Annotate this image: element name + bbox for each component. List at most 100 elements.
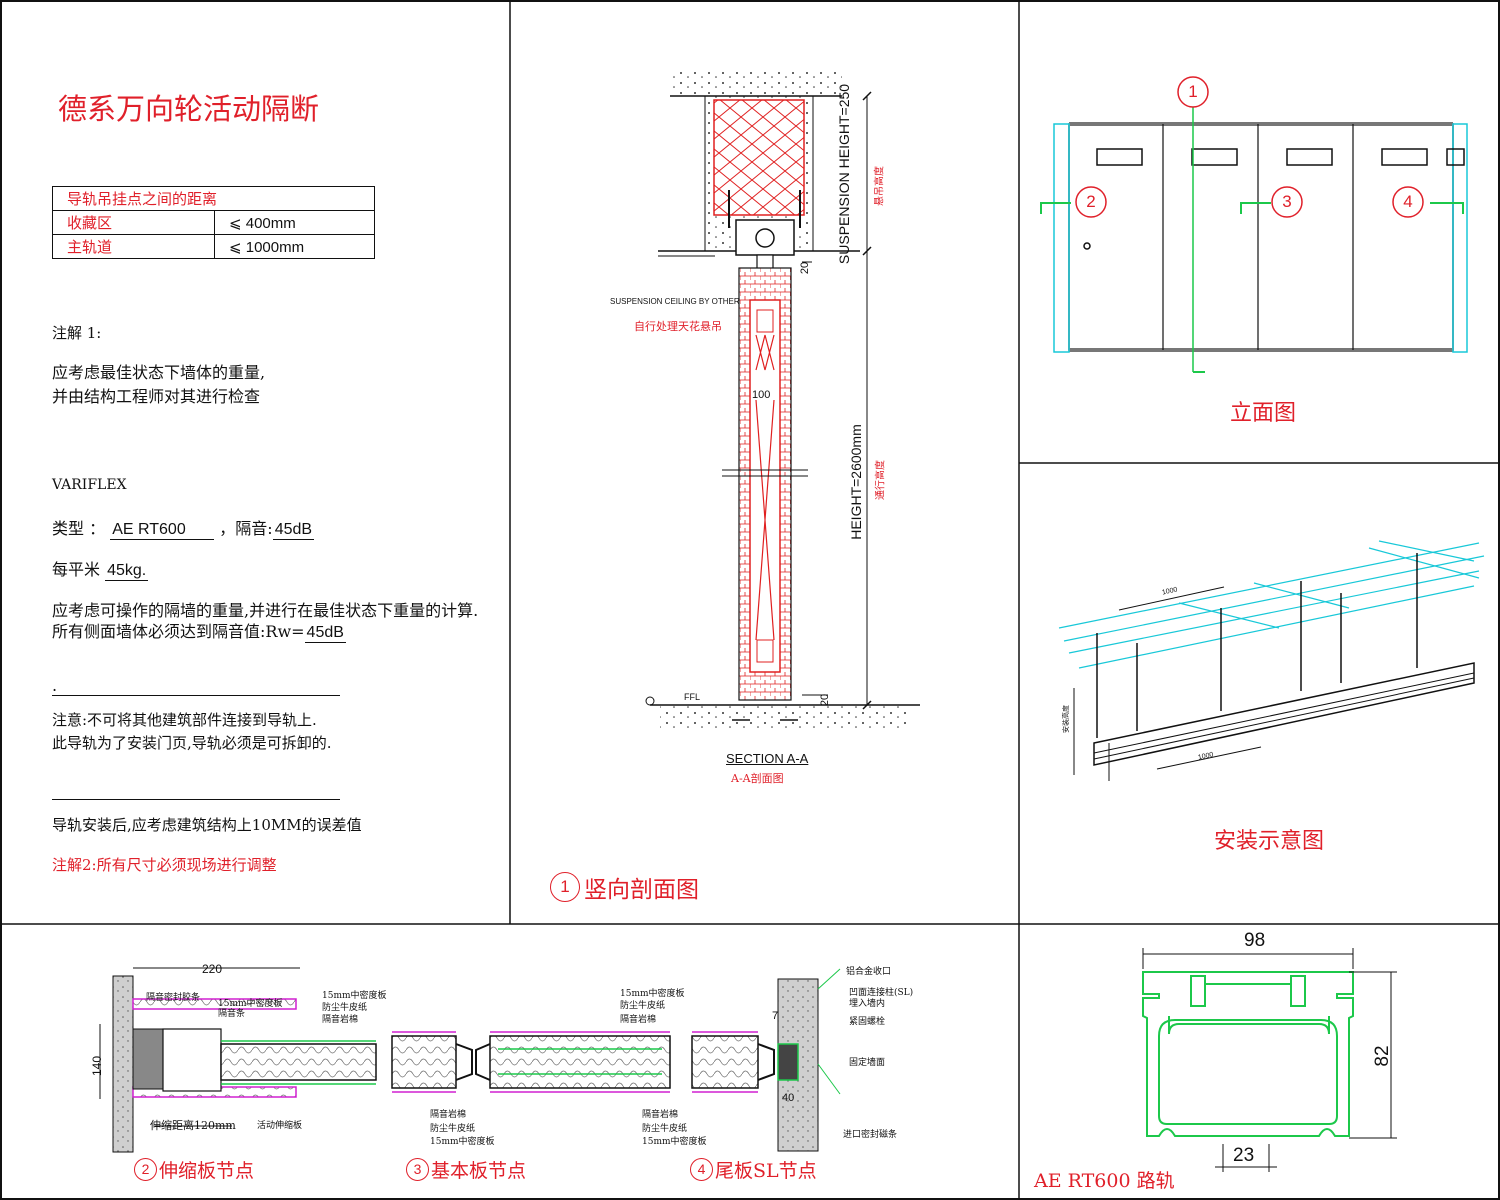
detail3-dim-bottom: 40 xyxy=(782,1092,795,1104)
calc-value: 45dB xyxy=(304,624,346,643)
height-label: HEIGHT=2600mm xyxy=(848,424,864,540)
dim-20-top: 20 xyxy=(799,261,811,275)
install-caption: 安装示意图 xyxy=(1214,829,1325,854)
spec-label: 主轨道 xyxy=(52,234,215,259)
note2: 注解2:所有尺寸必须现场进行调整 xyxy=(52,856,277,874)
dim-100: 100 xyxy=(752,389,771,401)
rail-profile-drawing xyxy=(1142,948,1397,1172)
detail1-label: 15mm中密度板 xyxy=(322,991,387,1001)
type-line: 类型 ： AE RT600 ，隔音:45dB xyxy=(52,515,315,540)
dim-220: 220 xyxy=(202,962,223,976)
table-row: 主轨道 ⩽ 1000mm xyxy=(52,234,375,259)
page-title: 德系万向轮活动隔断 xyxy=(58,92,320,126)
detail3-label: 埋入墙内 xyxy=(849,999,886,1009)
divider xyxy=(52,695,340,696)
sound-label: ，隔音: xyxy=(219,519,273,538)
warn-line: 注意:不可将其他建筑部件连接到导轨上. xyxy=(52,711,317,729)
detail2-bottom-label: 防尘牛皮纸 xyxy=(642,1124,688,1134)
calc-line: 应考虑可操作的隔墙的重量,并进行在最佳状态下重量的计算. xyxy=(52,601,479,620)
spec-value: ⩽ 400mm xyxy=(214,210,375,235)
caption-number-badge: 1 xyxy=(550,872,580,902)
detail3-label: 凹面连接柱(SL) xyxy=(849,988,914,998)
elevation-caption: 立面图 xyxy=(1230,401,1297,426)
warn-line: 此导轨为了安装门页,导轨必须是可拆卸的. xyxy=(52,734,332,752)
detail3-label: 铝合金收口 xyxy=(846,967,892,977)
details-drawing xyxy=(99,967,841,1153)
suspension-height-cn: 悬吊高度 xyxy=(874,166,886,206)
divider xyxy=(52,799,340,800)
detail2-caption: 3 基本板节点 xyxy=(406,1156,526,1183)
rail-dim-slot: 23 xyxy=(1233,1145,1255,1166)
tolerance-note: 导轨安装后,应考虑建筑结构上10MM的误差值 xyxy=(52,816,362,834)
spec-table: 导轨吊挂点之间的距离 收藏区 ⩽ 400mm 主轨道 ⩽ 1000mm xyxy=(52,186,375,259)
install-dim-side: 安装高度 xyxy=(1062,705,1070,733)
section-drawing xyxy=(645,70,920,730)
detail1-bottom2: 活动伸缩板 xyxy=(257,1121,303,1131)
section-label-cn: A-A剖面图 xyxy=(731,772,784,785)
rail-dim-width: 98 xyxy=(1244,930,1266,951)
spec-label: 收藏区 xyxy=(52,210,215,235)
note1-line: 并由结构工程师对其进行检查 xyxy=(52,387,261,406)
detail1-caption: 2 伸缩板节点 xyxy=(134,1156,254,1183)
table-row: 收藏区 ⩽ 400mm xyxy=(52,210,375,235)
suspension-height-label: SUSPENSION HEIGHT=250 xyxy=(836,83,852,265)
detail1-bottom: 伸缩距离120mm xyxy=(150,1119,236,1132)
height-cn: 通行高度 xyxy=(875,460,887,500)
dim-20-bottom: 20 xyxy=(819,693,831,707)
detail2-top-label: 防尘牛皮纸 xyxy=(620,1001,666,1011)
detail2-top-label: 15mm中密度板 xyxy=(620,989,685,999)
weight-line: 每平米 45kg. xyxy=(52,556,149,581)
detail3-label: 紧固螺栓 xyxy=(849,1017,886,1027)
ffl-label: FFL xyxy=(684,692,701,702)
detail1-label: 隔音条 xyxy=(218,1009,246,1019)
ceiling-cn: 自行处理天花悬吊 xyxy=(634,320,722,333)
ceiling-en: SUSPENSION CEILING BY OTHER xyxy=(610,297,740,306)
caption-text: 尾板SL节点 xyxy=(715,1160,817,1182)
weight-label: 每平米 xyxy=(52,560,101,579)
detail2-top-label: 隔音岩棉 xyxy=(620,1015,657,1025)
elevation-drawing xyxy=(1040,76,1468,373)
weight-value: 45kg. xyxy=(105,562,149,581)
calc-line: 所有侧面墙体必须达到隔音值:Rw=45dB xyxy=(52,618,346,643)
dim-140: 140 xyxy=(90,1055,104,1077)
spec-value: ⩽ 1000mm xyxy=(214,234,375,259)
detail1-label: 防尘牛皮纸 xyxy=(322,1003,368,1013)
rail-dim-height: 82 xyxy=(1372,1045,1393,1067)
type-value: AE RT600 xyxy=(110,521,215,540)
sound-value: 45dB xyxy=(272,521,315,540)
caption-text: 伸缩板节点 xyxy=(159,1160,255,1182)
caption-number-badge: 4 xyxy=(690,1158,713,1181)
detail2-bottom-label: 防尘牛皮纸 xyxy=(430,1124,476,1134)
caption-text: 竖向剖面图 xyxy=(584,877,699,903)
detail3-label: 进口密封磁条 xyxy=(843,1130,898,1140)
detail1-label: 隔音密封胶条 xyxy=(146,993,201,1003)
elevation-marker: 1 xyxy=(1188,82,1198,101)
caption-text: 基本板节点 xyxy=(431,1160,527,1182)
detail1-label: 15mm中密度板 xyxy=(218,999,283,1009)
table-row: 导轨吊挂点之间的距离 xyxy=(52,186,375,211)
elevation-marker: 4 xyxy=(1403,192,1413,211)
caption-number-badge: 2 xyxy=(134,1158,157,1181)
detail2-bottom-label: 隔音岩棉 xyxy=(430,1110,467,1120)
detail3-caption: 4 尾板SL节点 xyxy=(690,1156,817,1183)
brand-name: VARIFLEX xyxy=(52,477,127,493)
section-label: SECTION A-A xyxy=(726,751,809,766)
dot-mark: . xyxy=(52,676,58,695)
detail1-label: 隔音岩棉 xyxy=(322,1015,359,1025)
rail-profile-outline xyxy=(1142,971,1354,1137)
calc-text: 所有侧面墙体必须达到隔音值:Rw= xyxy=(52,622,305,641)
install-drawing xyxy=(1058,540,1485,781)
detail2-bottom-label: 15mm中密度板 xyxy=(642,1137,707,1147)
note1-line: 应考虑最佳状态下墙体的重量, xyxy=(52,363,266,382)
section-caption: 1 竖向剖面图 xyxy=(550,870,699,904)
rail-caption: AE RT600 路轨 xyxy=(1034,1170,1175,1192)
spec-header: 导轨吊挂点之间的距离 xyxy=(52,186,375,211)
caption-number-badge: 3 xyxy=(406,1158,429,1181)
type-label: 类型 ： xyxy=(52,519,106,538)
detail3-label: 固定墙面 xyxy=(849,1058,886,1068)
detail2-bottom-label: 隔音岩棉 xyxy=(642,1110,679,1120)
detail2-bottom-label: 15mm中密度板 xyxy=(430,1137,495,1147)
elevation-marker: 3 xyxy=(1282,192,1292,211)
